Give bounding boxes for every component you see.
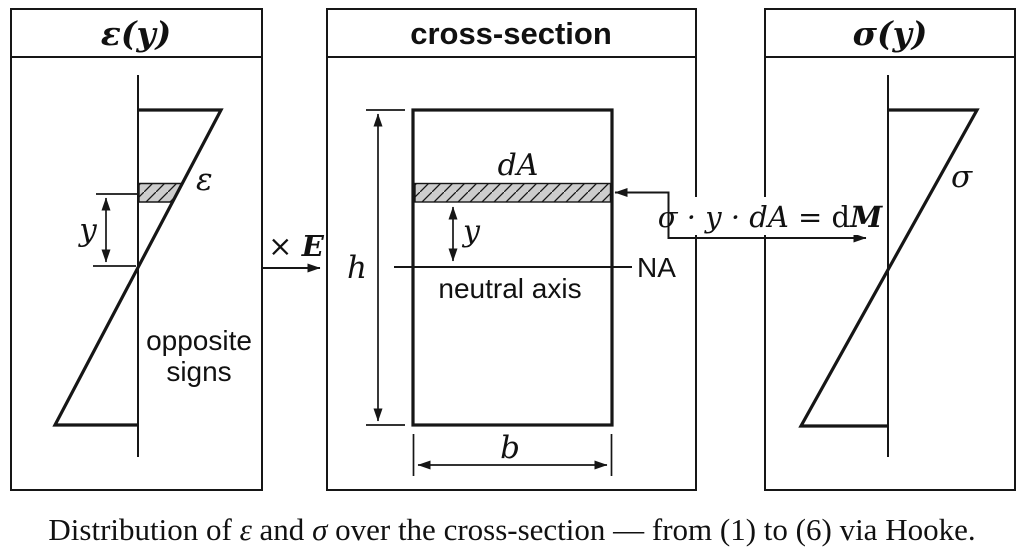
da-label: dA: [498, 148, 539, 183]
figure-caption: Distribution of ε and σ over the cross-s…: [48, 512, 975, 547]
cross-section-panel-title: cross-section: [410, 16, 612, 51]
moment-stepped-arrow: [614, 188, 867, 243]
caption-sigma: σ: [312, 512, 329, 547]
strain-note-line1: opposite: [146, 325, 252, 356]
width-dimension: b: [412, 430, 613, 476]
neutral-axis-text: neutral axis: [438, 273, 581, 304]
stress-profile-line: [798, 108, 980, 428]
strain-diagram: ε y opposite signs: [52, 75, 252, 457]
stress-panel-frame: σ(y): [764, 8, 1016, 491]
cross-section-da-strip: [414, 182, 612, 203]
stress-diagram: σ: [798, 75, 980, 457]
cross-section-diagram: dA NA neutral axis y h b: [347, 108, 676, 476]
moment-formula: σ · y · dA = dM: [658, 200, 883, 234]
caption-epsilon: ε: [240, 512, 253, 547]
strain-panel-border: [10, 8, 263, 491]
stress-panel-title: σ(y): [853, 14, 928, 53]
moment-connector: σ · y · dA = dM: [614, 188, 883, 243]
strain-note: opposite signs: [146, 325, 252, 387]
moment-equals-sign: =: [789, 200, 832, 234]
moment-integrand: σ · y · dA: [658, 200, 789, 234]
moment-differential-d: d: [832, 200, 851, 234]
hooke-times-sign: ×: [268, 229, 302, 263]
moment-formula-backdrop: [678, 197, 862, 235]
cross-section-y-dimension: y: [448, 206, 481, 262]
strain-y-dimension: y: [77, 193, 137, 267]
na-short-label: NA: [637, 252, 676, 283]
hooke-modulus-symbol: E: [301, 229, 325, 263]
caption-part1: Distribution of: [48, 512, 239, 547]
caption-part3: over the cross-section — from (1) to (6)…: [327, 512, 975, 547]
strain-note-line2: signs: [166, 356, 231, 387]
stress-curve-label: σ: [951, 159, 973, 195]
caption-part2: and: [252, 512, 312, 547]
cross-section-panel-border: [326, 8, 697, 491]
hooke-label: × E: [268, 229, 325, 263]
strain-panel-title: ε(y): [101, 14, 171, 53]
strain-curve-label: ε: [196, 162, 213, 198]
strain-y-dim-label: y: [77, 212, 97, 248]
hooke-connector: × E: [262, 229, 325, 273]
moment-symbol: M: [849, 200, 883, 234]
cross-section-y-dim-label: y: [461, 214, 481, 249]
strain-profile-line: [52, 108, 224, 427]
stress-panel-border: [764, 8, 1016, 491]
h-dim-label: h: [347, 250, 367, 286]
b-dim-label: b: [500, 430, 520, 466]
cross-section-panel-frame: cross-section: [326, 8, 697, 491]
height-dimension: h: [347, 109, 405, 426]
strain-panel-frame: ε(y): [10, 8, 263, 491]
